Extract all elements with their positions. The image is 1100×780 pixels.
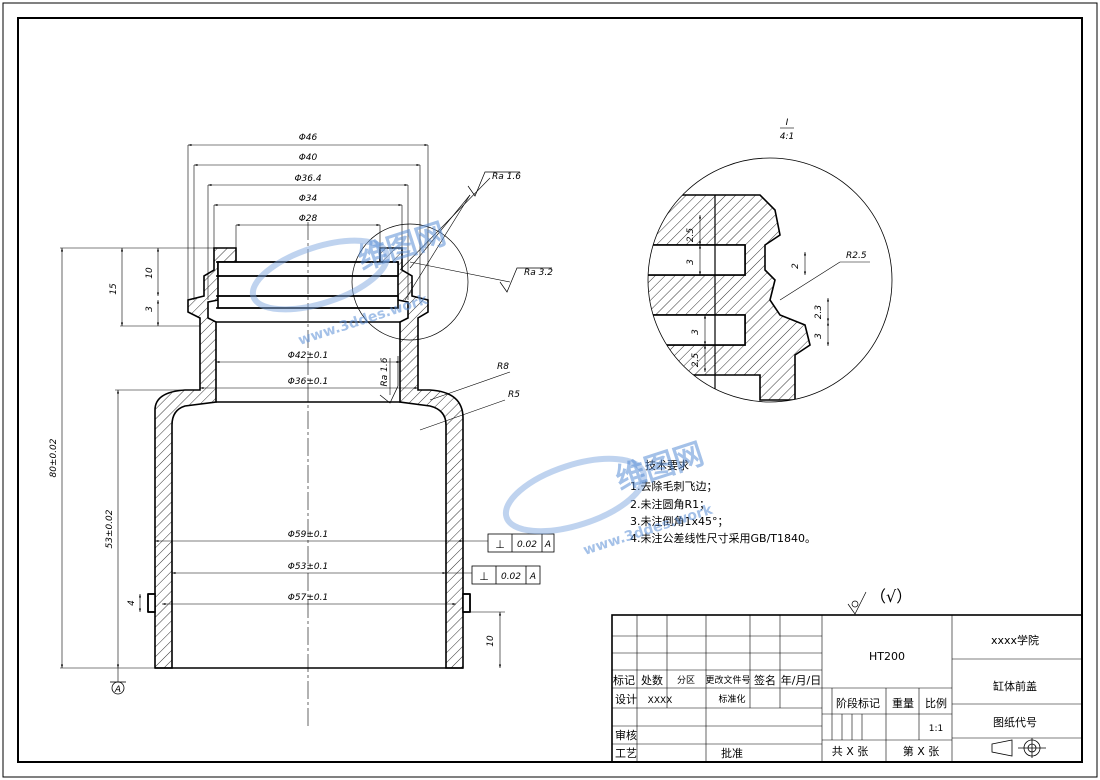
tol-symbol-2: ⊥	[479, 570, 489, 583]
dim-h10: 10	[145, 267, 155, 279]
tol-datum-1: A	[544, 540, 551, 550]
roughness-note: （√）	[870, 587, 912, 606]
approve-label: 批准	[721, 746, 743, 760]
weight-label: 重量	[892, 696, 914, 710]
tolerance-frames	[110, 533, 555, 695]
design-value: XXXX	[648, 696, 673, 706]
detail-label: I	[786, 118, 789, 128]
scale-label: 比例	[925, 696, 947, 710]
radius-r5: R5	[508, 390, 520, 400]
sheet-number: 第 X 张	[903, 744, 940, 758]
stage-label: 阶段标记	[836, 696, 880, 710]
dimension-labels: Φ46 Φ40 Φ36.4 Φ34 Φ28 Φ42±0.1 Φ36±0.1 Φ5…	[49, 133, 553, 647]
dim-d40: Φ40	[299, 153, 318, 163]
detail-dim-3c: 3	[691, 329, 701, 335]
dim-d34: Φ34	[299, 194, 318, 204]
detail-view: I 4:1 2.5 3 2 R2.5 2.3 3 3 2.5	[647, 118, 893, 403]
radius-r8: R8	[497, 362, 509, 372]
dim-h53: 53±0.02	[105, 509, 115, 548]
dim-h3: 3	[145, 306, 155, 312]
detail-callout-circle	[351, 223, 469, 341]
dim-h80: 80±0.02	[49, 438, 59, 477]
detail-dim-2: 2	[791, 263, 801, 269]
detail-dim-2-5b: 2.5	[691, 353, 701, 368]
detail-radius: R2.5	[846, 251, 867, 261]
standard-label: 标准化	[718, 693, 745, 705]
roughness-ra32: Ra 3.2	[524, 268, 553, 278]
tech-item-2: 2.未注圆角R1；	[630, 497, 710, 511]
tech-title: 技术要求	[645, 459, 689, 472]
header-sign: 签名	[754, 673, 776, 687]
process-label: 工艺	[615, 747, 637, 760]
title-block-text: HT200 xxxx学院 缸体前盖 图纸代号 标记 处数 分区 更改文件号 签名…	[613, 633, 1039, 760]
tol-symbol-1: ⊥	[495, 538, 505, 551]
detail-dim-2-3: 2.3	[814, 305, 824, 320]
tech-item-1: 1.去除毛刺飞边；	[630, 479, 718, 493]
detail-dim-2-5a: 2.5	[686, 228, 696, 243]
datum-marker: A	[114, 685, 121, 695]
part-name: 缸体前盖	[993, 679, 1037, 693]
sheets-total: 共 X 张	[832, 745, 869, 758]
detail-dim-3b: 3	[814, 333, 824, 339]
school-name: xxxx学院	[991, 633, 1039, 647]
dim-d28: Φ28	[299, 214, 318, 224]
tech-item-3: 3.未注倒角1x45°；	[630, 514, 729, 528]
dim-d42: Φ42±0.1	[288, 351, 328, 361]
header-count: 处数	[641, 674, 663, 687]
roughness-ra16-top: Ra 1.6	[492, 172, 521, 182]
roughness-ra16-inner: Ra 1.6	[380, 357, 390, 386]
part-section	[147, 247, 471, 669]
dim-h4: 4	[127, 600, 137, 606]
dim-d36: Φ36±0.1	[288, 377, 328, 387]
dim-d57: Φ57±0.1	[288, 593, 328, 603]
dim-h15: 15	[109, 283, 119, 295]
header-change: 更改文件号	[705, 674, 750, 686]
dim-d36-4: Φ36.4	[294, 174, 321, 184]
inner-frame	[17, 17, 1083, 763]
technical-requirements: 技术要求 1.去除毛刺飞边； 2.未注圆角R1； 3.未注倒角1x45°； 4.…	[630, 459, 816, 545]
dim-d59: Φ59±0.1	[288, 530, 328, 540]
tech-item-4: 4.未注公差线性尺寸采用GB/T1840。	[630, 531, 816, 545]
dim-d46: Φ46	[299, 133, 318, 143]
material: HT200	[869, 650, 905, 663]
dim-h10b: 10	[486, 635, 496, 647]
tol-datum-2: A	[529, 572, 536, 582]
dim-d53: Φ53±0.1	[288, 562, 328, 572]
title-block	[611, 614, 1083, 763]
tolerance-labels: ⊥ 0.02 A ⊥ 0.02 A A	[114, 538, 551, 695]
top-dimensions	[60, 143, 511, 682]
detail-scale: 4:1	[780, 132, 794, 142]
review-label: 审核	[615, 728, 637, 742]
detail-dim-3a: 3	[686, 259, 696, 265]
scale-value: 1:1	[929, 724, 943, 734]
tol-value-2: 0.02	[501, 572, 521, 582]
roughness-symbols	[379, 171, 867, 615]
tol-value-1: 0.02	[517, 540, 537, 550]
drawing-code: 图纸代号	[993, 716, 1037, 729]
header-mark: 标记	[613, 673, 635, 687]
header-zone: 分区	[677, 675, 695, 686]
design-label: 设计	[615, 693, 637, 706]
header-date: 年/月/日	[781, 673, 821, 687]
